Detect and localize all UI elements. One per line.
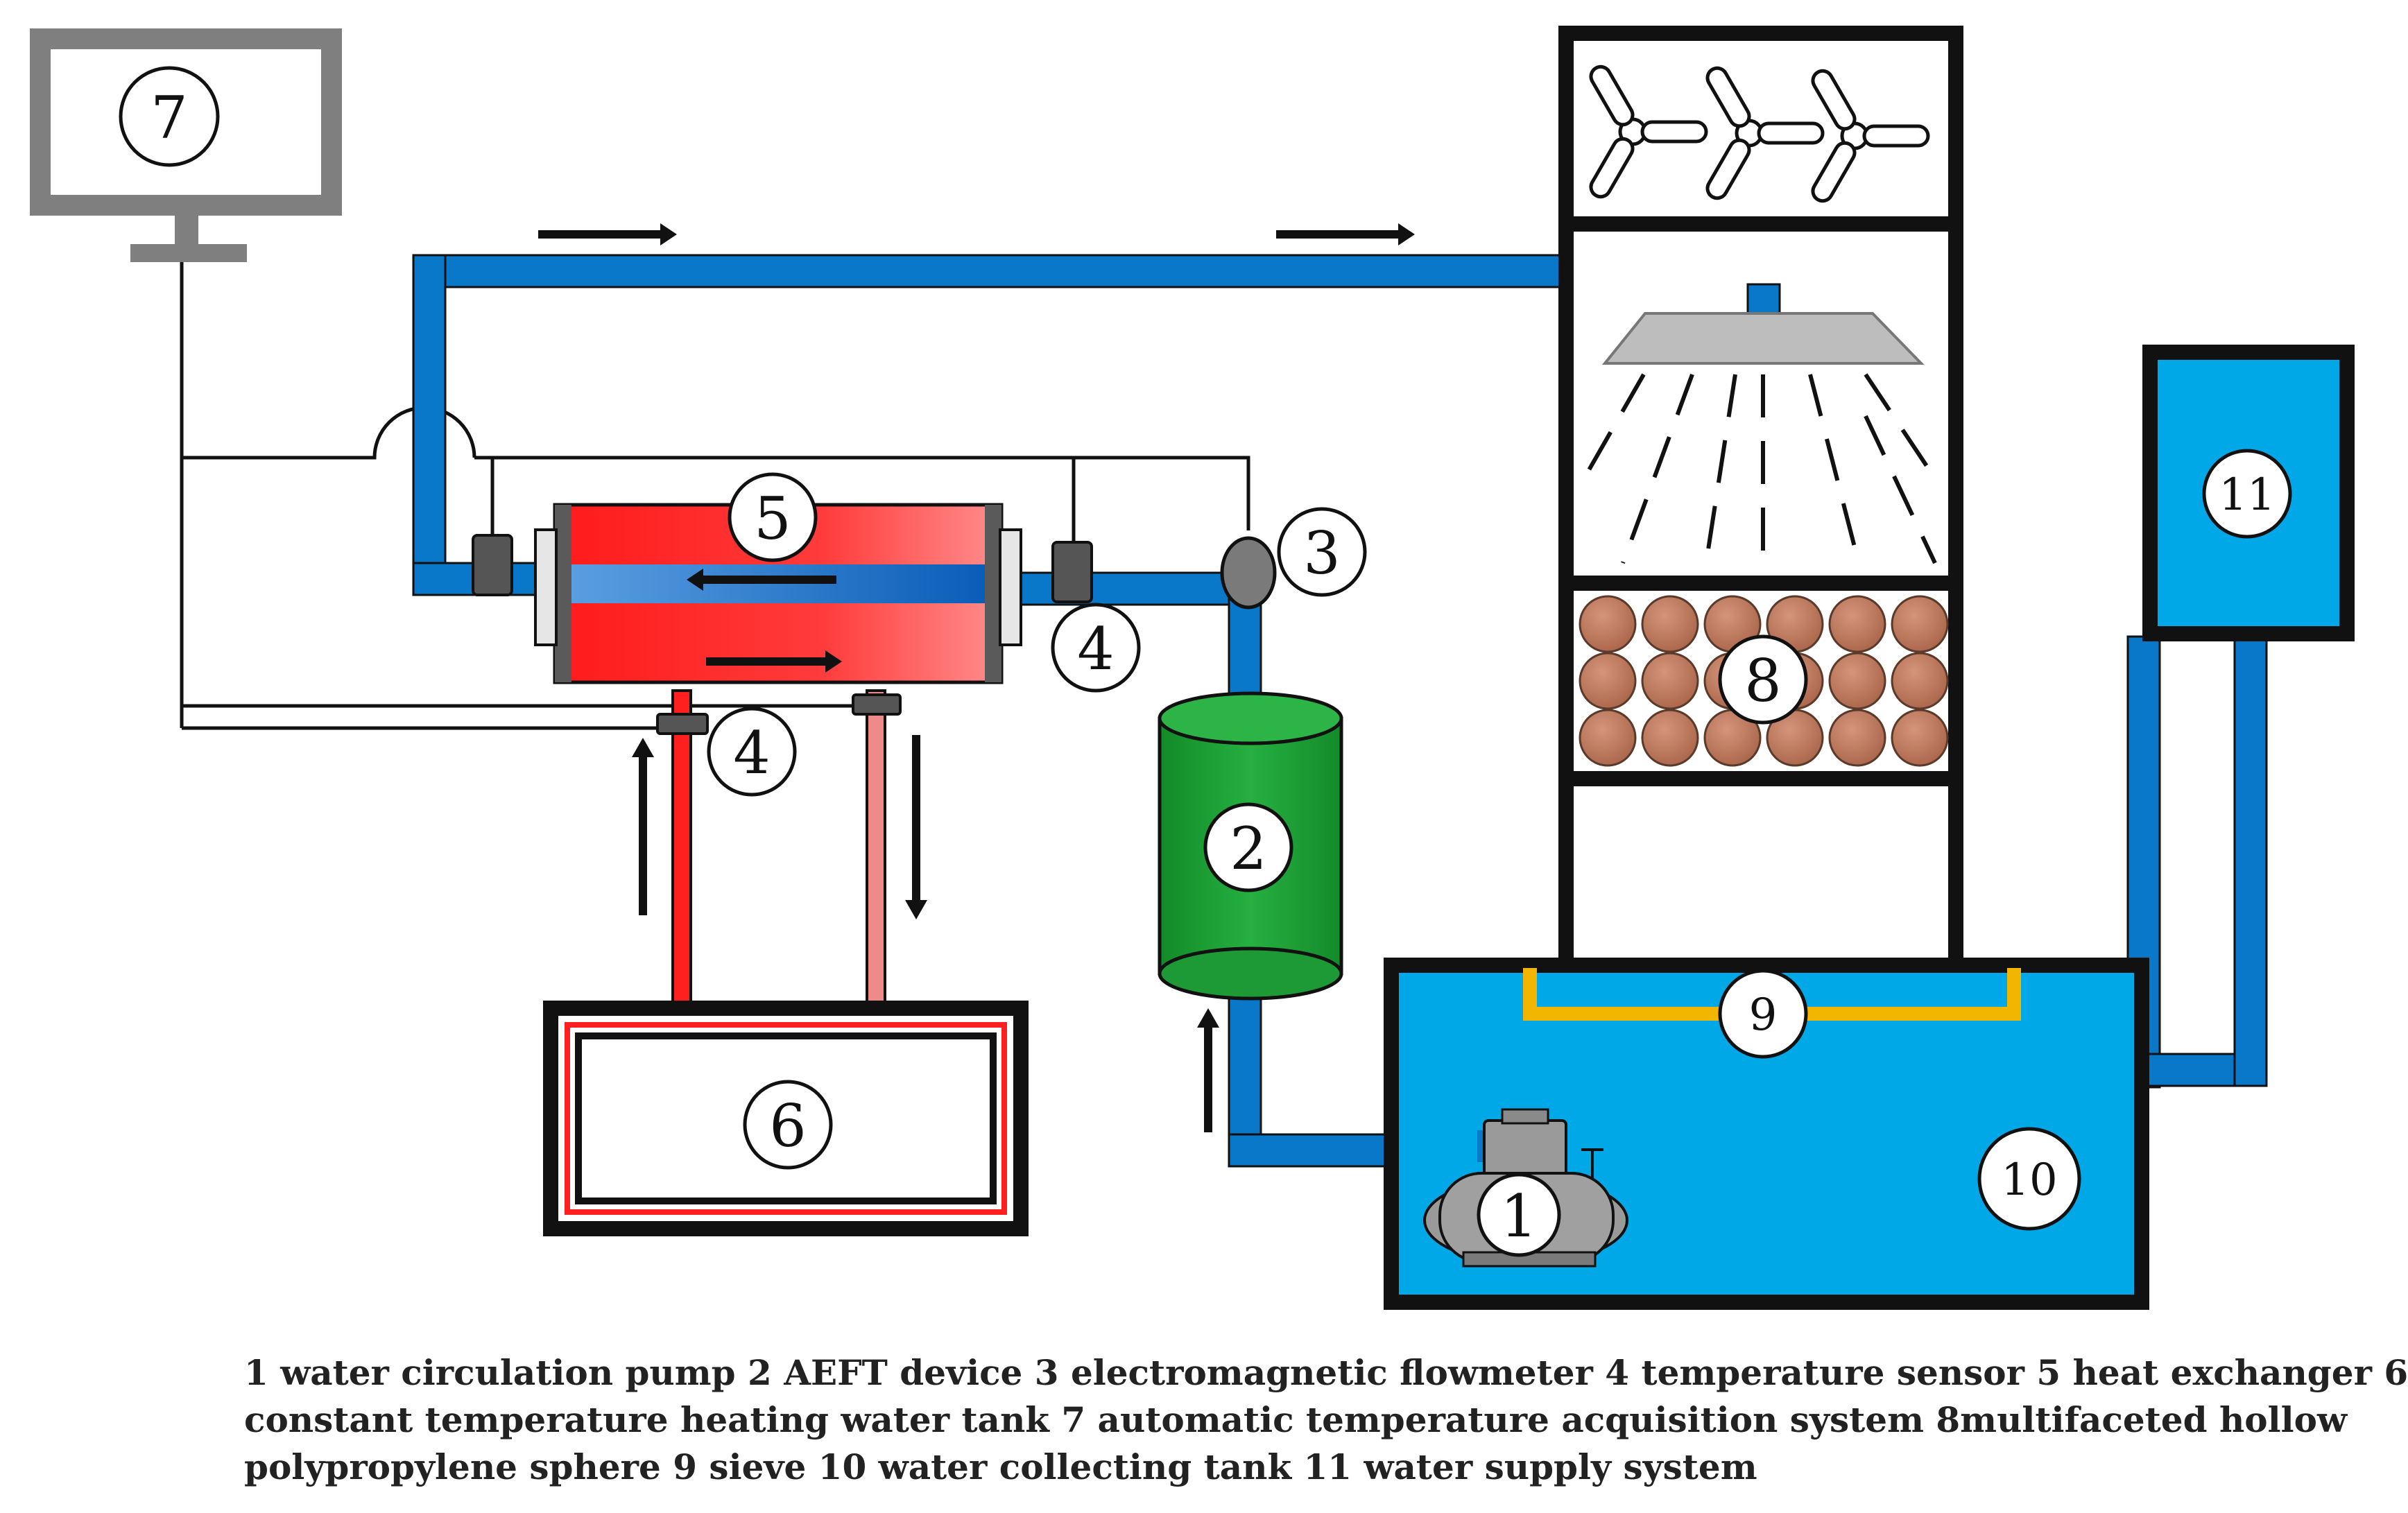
label-10-text: 10 [2001, 1155, 2057, 1206]
label-9: 9 [1718, 969, 1808, 1059]
sphere-6 [1891, 595, 1949, 653]
water-supply-system [2142, 345, 2355, 641]
label-3: 3 [1277, 507, 1367, 597]
sphere-7 [1579, 652, 1637, 710]
supply-pipe-vertical [2233, 635, 2268, 1087]
label-2: 2 [1203, 802, 1293, 892]
spray-nozzle [1601, 283, 1925, 365]
arrow-up-pump [1197, 1008, 1219, 1132]
label-6: 6 [743, 1080, 833, 1170]
caption-line-2: constant temperature heating water tank … [244, 1399, 2348, 1440]
label-7-text: 7 [150, 84, 187, 152]
sensor-inlet [472, 534, 513, 596]
caption-line-1: 1 water circulation pump 2 AEFT device 3… [244, 1352, 2408, 1393]
arrow-up-left [632, 738, 654, 915]
label-6-text: 6 [769, 1092, 806, 1160]
label-2-text: 2 [1230, 815, 1266, 883]
label-11: 11 [2202, 449, 2292, 539]
label-3-text: 3 [1303, 519, 1340, 587]
sphere-13 [1579, 709, 1637, 767]
sphere-14 [1641, 709, 1699, 767]
label-5: 5 [728, 472, 818, 562]
sphere-11 [1828, 652, 1886, 710]
label-4-bottom-text: 4 [733, 719, 770, 787]
caption-line-3: polypropylene sphere 9 sieve 10 water co… [244, 1446, 1757, 1487]
label-8-text: 8 [1744, 647, 1781, 715]
arrow-right-top-left [538, 223, 677, 245]
heating-water-tank [543, 1001, 1029, 1236]
label-10: 10 [1977, 1127, 2081, 1231]
label-1-text: 1 [1500, 1182, 1537, 1250]
label-4-right-text: 4 [1077, 615, 1114, 683]
label-7: 7 [119, 66, 220, 167]
figure-caption: 1 water circulation pump 2 AEFT device 3… [244, 1349, 2408, 1491]
sphere-2 [1641, 595, 1699, 653]
arrow-right-top-right [1276, 223, 1415, 245]
label-11-text: 11 [2219, 469, 2275, 521]
heating-pipes [671, 689, 886, 1005]
sphere-18 [1891, 709, 1949, 767]
arrow-down-right [905, 735, 927, 919]
cooling-tower [1558, 26, 1963, 984]
label-1: 1 [1477, 1173, 1561, 1257]
sphere-5 [1828, 595, 1886, 653]
temperature-sensors [472, 534, 1093, 735]
sensor-outlet [1051, 541, 1093, 603]
flow-arrows [538, 223, 1415, 1132]
sphere-12 [1891, 652, 1949, 710]
label-4-bottom: 4 [707, 707, 797, 797]
sphere-1 [1579, 595, 1637, 653]
temperature-acquisition-monitor [30, 28, 342, 262]
spray-lines [1582, 373, 1937, 564]
label-9-text: 9 [1749, 989, 1778, 1041]
label-8: 8 [1718, 634, 1808, 725]
label-4-right: 4 [1051, 603, 1141, 693]
sensor-hot-out [852, 693, 902, 716]
label-5-text: 5 [754, 485, 791, 553]
sphere-17 [1828, 709, 1886, 767]
sensor-hot-in [656, 713, 709, 735]
electromagnetic-flowmeter [1220, 536, 1277, 609]
sphere-8 [1641, 652, 1699, 710]
